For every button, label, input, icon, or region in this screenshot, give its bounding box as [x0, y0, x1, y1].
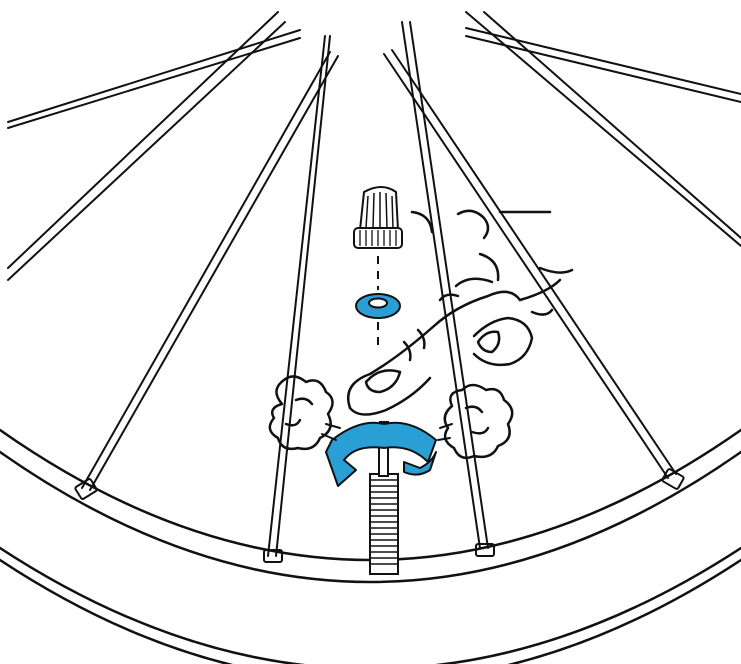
wheel-spokes [7, 11, 741, 557]
finger-icon [347, 209, 574, 416]
valve-cap-icon [353, 186, 403, 249]
rotation-arrow-icon [325, 421, 437, 487]
air-streaks [321, 423, 453, 441]
locknut-icon [355, 293, 401, 319]
